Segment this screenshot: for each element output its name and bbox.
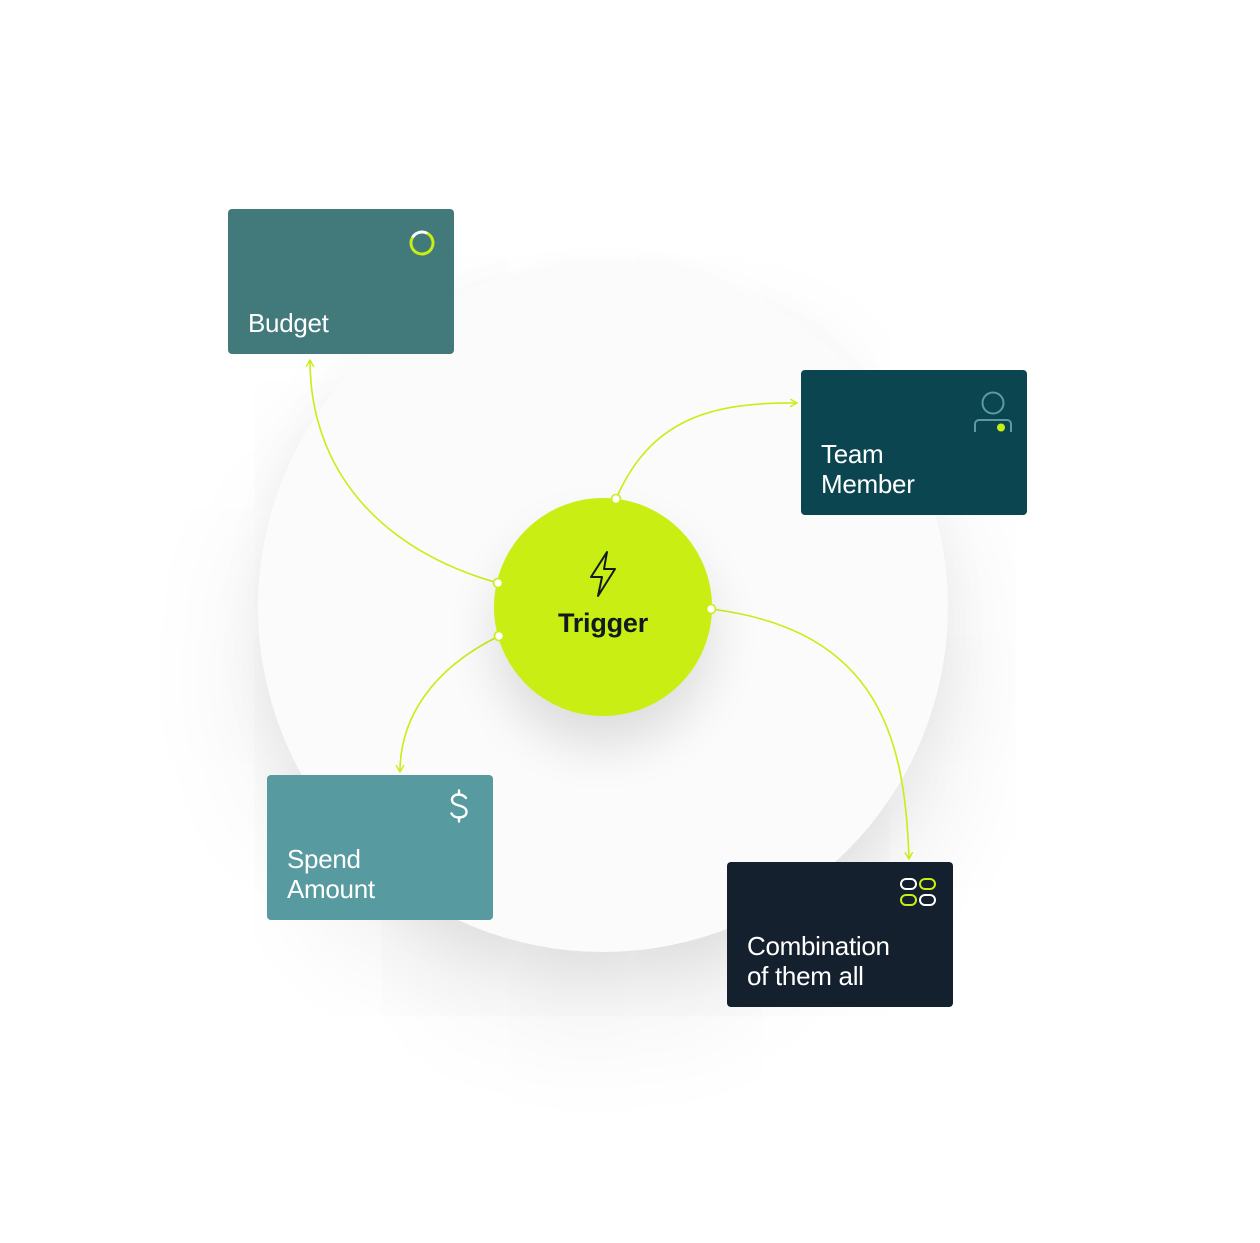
port-budget bbox=[492, 577, 504, 589]
port-combination bbox=[705, 603, 717, 615]
toggle-grid-icon bbox=[900, 878, 936, 906]
connector-to-combination bbox=[710, 608, 914, 860]
connector-to-team-member bbox=[615, 398, 798, 500]
connector-to-spend-amount bbox=[395, 635, 500, 773]
lightning-bolt-icon bbox=[590, 551, 616, 597]
trigger-node[interactable]: Trigger bbox=[494, 498, 712, 716]
progress-ring-icon bbox=[409, 230, 435, 256]
spend-amount-card[interactable]: Spend Amount bbox=[267, 775, 493, 920]
connector-to-budget bbox=[305, 359, 499, 584]
port-team-member bbox=[610, 493, 622, 505]
combination-card[interactable]: Combination of them all bbox=[727, 862, 953, 1007]
combination-label: Combination of them all bbox=[747, 931, 890, 991]
port-spend-amount bbox=[493, 630, 505, 642]
budget-label: Budget bbox=[248, 308, 329, 338]
dollar-icon bbox=[450, 789, 468, 823]
spend-amount-label: Spend Amount bbox=[287, 844, 375, 904]
team-member-label: Team Member bbox=[821, 439, 915, 499]
budget-card[interactable]: Budget bbox=[228, 209, 454, 354]
trigger-label: Trigger bbox=[557, 608, 649, 638]
user-toggle-icon bbox=[974, 391, 1012, 432]
team-member-card[interactable]: Team Member bbox=[801, 370, 1027, 515]
